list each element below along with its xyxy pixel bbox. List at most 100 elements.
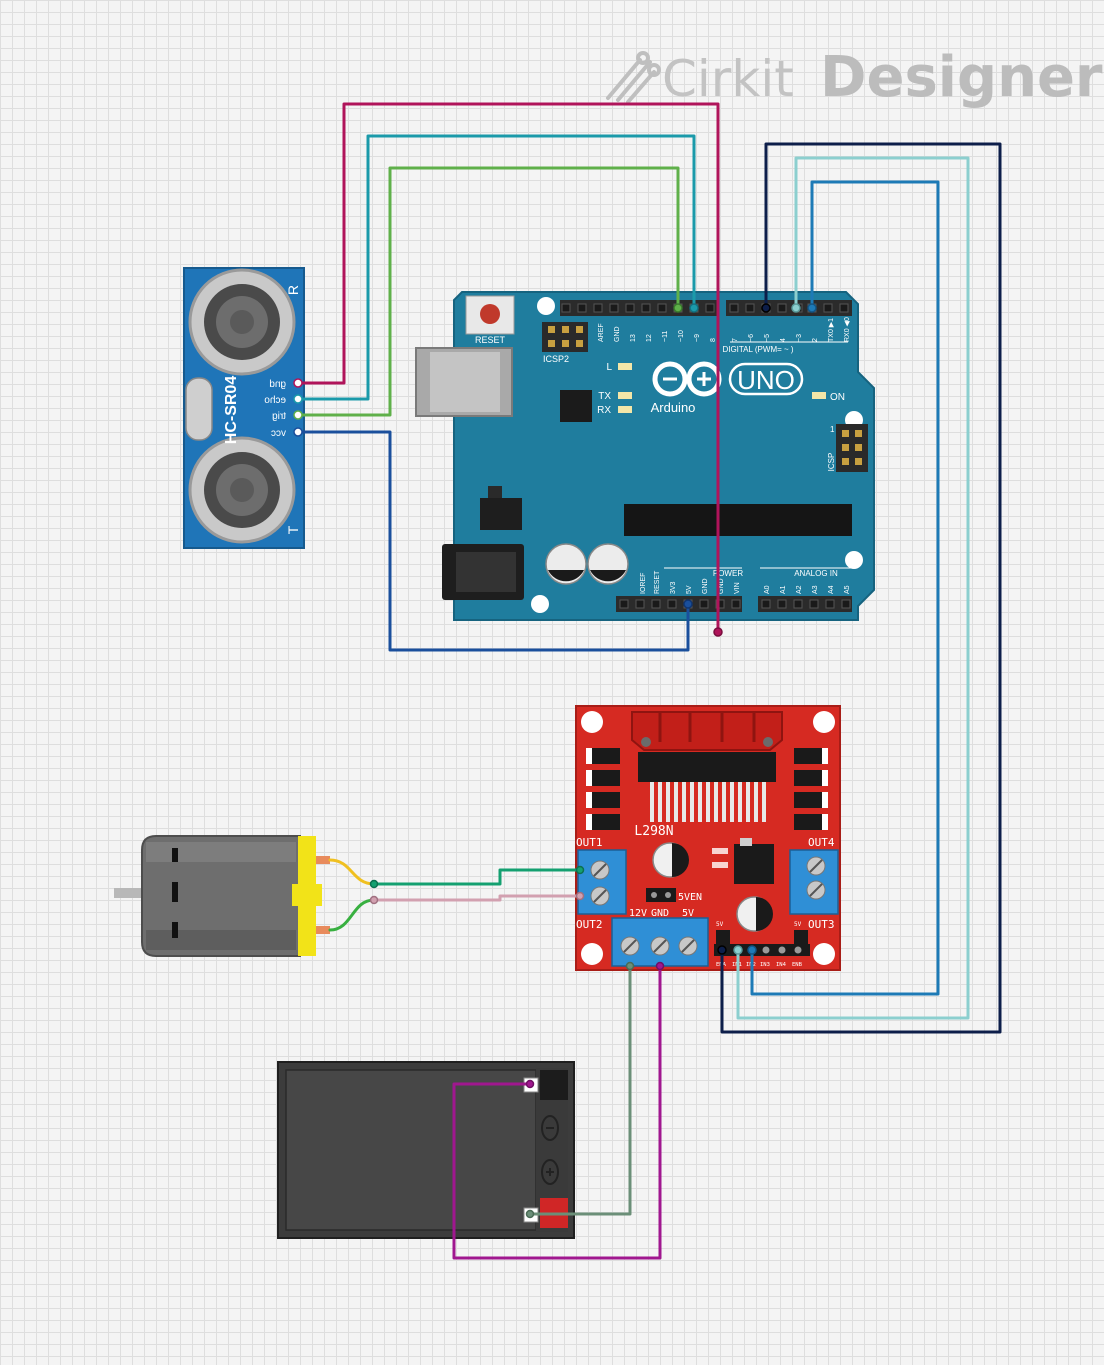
sensor-pin-label: echo — [264, 395, 286, 406]
dc-motor[interactable] — [114, 835, 330, 957]
digital-pin-label: AREF — [598, 323, 605, 342]
header-pin[interactable] — [619, 599, 629, 609]
mount-hole — [581, 711, 603, 733]
diode — [794, 792, 828, 808]
mount-hole — [531, 595, 549, 613]
wire-motor-lead-a — [328, 858, 376, 886]
diode — [586, 792, 620, 808]
sensor-pin-label: vcc — [271, 428, 286, 439]
motor-terminal[interactable] — [316, 926, 330, 934]
power-pin-label: RESET — [654, 570, 661, 594]
digital-pin-label: 4 — [780, 338, 787, 342]
transducer-receiver — [188, 268, 296, 376]
wires — [296, 102, 1002, 1260]
header-pin[interactable] — [657, 303, 667, 313]
wire-pin2-to-driver[interactable] — [750, 180, 940, 996]
header-pin[interactable] — [793, 599, 803, 609]
wire-sensor-vcc-to-arduino-5v[interactable] — [296, 430, 690, 652]
header-pin[interactable] — [745, 303, 755, 313]
header-pin[interactable] — [761, 599, 771, 609]
header-pin[interactable] — [839, 303, 849, 313]
wire-motor-a-to-out1[interactable] — [372, 868, 582, 886]
header-pin[interactable] — [593, 303, 603, 313]
power-analog-pin-row[interactable] — [619, 599, 851, 609]
capacitor — [736, 896, 773, 932]
power-header — [616, 596, 742, 612]
wire-pin3-to-driver[interactable] — [736, 156, 970, 1020]
battery-negative-terminal[interactable] — [540, 1070, 568, 1100]
header-pin[interactable] — [625, 303, 635, 313]
header-pin[interactable] — [777, 303, 787, 313]
l298n-chip — [638, 752, 776, 782]
wire-battery-pos-to-12v[interactable] — [528, 964, 632, 1216]
uno-label: UNO — [737, 365, 795, 395]
header-pin[interactable] — [809, 599, 819, 609]
l298n-driver-board[interactable]: L298N 5VEN OUT1 OUT2 OUT4 OUT3 — [575, 705, 841, 971]
mount-hole — [845, 551, 863, 569]
power-pin-label: 3V3 — [670, 581, 677, 594]
header-pin[interactable] — [825, 599, 835, 609]
out4-label: OUT4 — [808, 836, 835, 849]
header-pin[interactable] — [715, 599, 725, 609]
diode — [794, 814, 828, 830]
sensor-pin-label: gnd — [269, 379, 286, 390]
watermark-logo: Cirkit Designer — [606, 45, 1103, 110]
header-pin[interactable] — [777, 599, 787, 609]
digital-pin-label: ~10 — [678, 330, 685, 342]
wire-sensor-gnd-to-arduino-gnd[interactable] — [296, 102, 720, 634]
driver-model-label: L298N — [634, 824, 673, 839]
reset-label: RESET — [475, 335, 506, 345]
wire-sensor-echo-to-pin9[interactable] — [296, 134, 696, 401]
header-pin[interactable] — [841, 599, 851, 609]
out2-label: OUT2 — [576, 918, 603, 931]
wire-pin5-to-driver[interactable] — [720, 142, 1002, 1034]
header-pin[interactable] — [609, 303, 619, 313]
header-pin[interactable] — [641, 303, 651, 313]
cirkit-logo-icon — [606, 51, 661, 104]
power-terminal[interactable] — [611, 917, 709, 967]
uno-badge — [728, 362, 804, 396]
digital-pin-label: GND — [614, 326, 621, 342]
analog-label: ANALOG IN — [794, 569, 838, 578]
header-pin[interactable] — [699, 599, 709, 609]
out1-label: OUT1 — [576, 836, 603, 849]
wire-battery-neg-to-gnd[interactable] — [452, 964, 662, 1260]
control-pin[interactable] — [762, 946, 770, 954]
icsp-header: 1 ICSP — [827, 424, 868, 472]
wire-sensor-trig-to-pin10[interactable] — [296, 166, 680, 417]
header-pin[interactable] — [577, 303, 587, 313]
header-pin[interactable] — [705, 303, 715, 313]
out3-label: OUT3 — [808, 918, 835, 931]
out1-out2-terminal[interactable] — [577, 849, 627, 915]
voltage-regulator — [734, 844, 774, 884]
heatsink — [631, 711, 783, 751]
header-pin[interactable] — [823, 303, 833, 313]
control-pin-label: ENB — [792, 962, 803, 968]
control-pin[interactable] — [794, 946, 802, 954]
led-on — [812, 392, 826, 399]
sensor-t-label: T — [285, 525, 301, 534]
header-pin[interactable] — [729, 303, 739, 313]
battery-12v[interactable] — [277, 1061, 575, 1239]
led-on-label: ON — [830, 392, 845, 403]
header-pin[interactable] — [651, 599, 661, 609]
motor-terminal[interactable] — [316, 856, 330, 864]
digital-pin-label: ~11 — [662, 331, 669, 342]
header-pin[interactable] — [635, 599, 645, 609]
header-pin[interactable] — [667, 599, 677, 609]
led-rx — [618, 406, 632, 413]
5ven-jumper[interactable] — [646, 888, 676, 902]
header-pin[interactable] — [731, 599, 741, 609]
control-pin[interactable] — [778, 946, 786, 954]
sensor-r-label: R — [285, 285, 301, 295]
mount-hole — [581, 943, 603, 965]
icsp2-header: ICSP2 — [542, 322, 588, 364]
mount-hole — [813, 711, 835, 733]
icsp-pin1-label: 1 — [830, 425, 835, 434]
out3-out4-terminal[interactable] — [789, 849, 839, 915]
header-pin[interactable] — [561, 303, 571, 313]
wire-motor-b-to-out2[interactable] — [372, 894, 582, 902]
